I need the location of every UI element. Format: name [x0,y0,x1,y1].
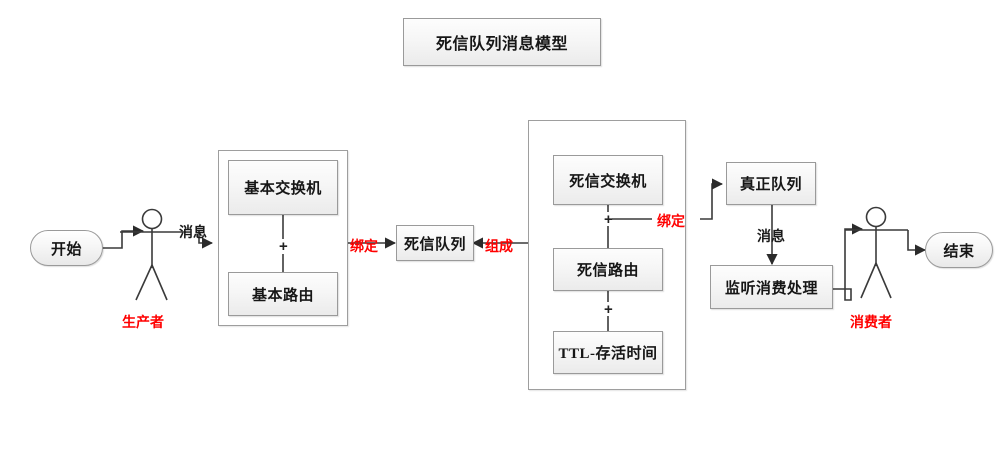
label-message-queue-to-consumer: 消息 [757,230,785,245]
label-message-producer: 消息 [179,226,207,241]
ttl-node: TTL-存活时间 [553,331,663,374]
diagram-title-box: 死信队列消息模型 [403,18,601,66]
producer-label: 生产者 [122,316,164,331]
producer-legs [135,264,168,301]
consumer-label: 消费者 [850,316,892,331]
edge-producer-message-arrow [198,230,214,249]
edge-binding-to-real-queue [612,184,722,220]
consumer-legs [860,262,892,299]
end-node: 结束 [925,232,993,268]
label-binding-left: 绑定 [350,240,378,255]
consumer-head [865,206,887,228]
dead-letter-route-node: 死信路由 [553,248,663,291]
listen-consume-node: 监听消费处理 [710,265,833,309]
start-node: 开始 [30,230,103,266]
dead-letter-exchange-node: 死信交换机 [553,155,663,205]
edge-listener-to-consumer [833,223,864,301]
dead-letter-group-container [528,120,686,390]
basic-exchange-node: 基本交换机 [228,160,338,215]
plus-connector-middle-top: + [604,211,613,228]
real-queue-node: 真正队列 [726,162,816,205]
edge-consumer-to-end [907,230,927,256]
label-binding-right: 绑定 [657,215,685,230]
basic-route-node: 基本路由 [228,272,338,316]
plus-connector-left: + [279,238,288,255]
plus-connector-middle-bottom: + [604,301,613,318]
dead-letter-queue-node: 死信队列 [396,225,474,261]
label-composition: 组成 [485,240,513,255]
producer-head [141,208,163,230]
edge-start-to-producer [102,225,145,249]
producer-group-container [218,150,348,326]
